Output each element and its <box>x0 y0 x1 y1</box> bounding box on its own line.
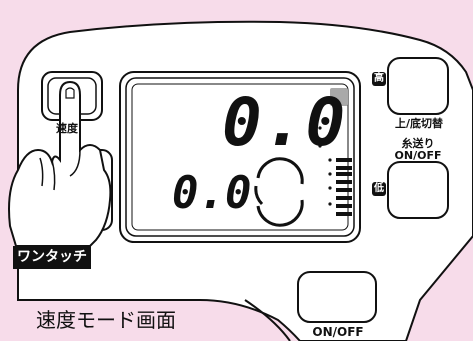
speed-button-label: 速度 <box>56 122 78 135</box>
low-label: 低 <box>372 182 386 196</box>
upper-lower-switch-label: 上/底切替 <box>394 117 444 130</box>
main-speed-value: 0.0 <box>222 84 348 161</box>
sub-speed-value: 0.0 <box>172 168 252 219</box>
one-touch-tag: ワンタッチ <box>13 246 91 269</box>
thread-feed-label-line1: 糸送り <box>401 137 435 150</box>
thread-feed-button[interactable] <box>388 162 448 218</box>
speed-button[interactable] <box>42 72 102 120</box>
high-label: 高 <box>372 72 386 86</box>
on-off-button[interactable] <box>298 272 376 322</box>
thread-feed-frame <box>387 161 449 219</box>
upper-lower-switch-button[interactable] <box>388 58 448 114</box>
level-meter <box>328 158 352 216</box>
onoff-frame <box>297 271 377 323</box>
on-off-label: ON/OFF <box>312 325 364 339</box>
thread-feed-label-line2: ON/OFF <box>394 149 442 162</box>
upper-lower-switch-frame <box>387 57 449 115</box>
status-indicator <box>330 88 348 106</box>
rotation-ring-icon <box>254 157 304 227</box>
screen-caption: 速度モード画面 <box>36 308 176 332</box>
pointing-hand-icon <box>8 80 112 247</box>
